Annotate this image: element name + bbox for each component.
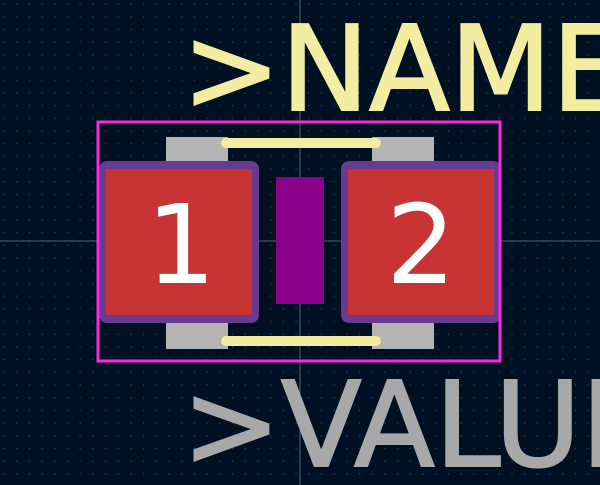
pad-number-2: 2 [386,181,456,309]
reference-designator-text[interactable]: >NAME [181,0,600,139]
center-body-marker [276,177,324,304]
pad-1[interactable]: 1 [106,169,252,315]
smd-pad-icon [106,169,252,315]
pad-number-1: 1 [146,181,216,309]
pad-2[interactable]: 2 [348,169,494,315]
smd-pad-icon [348,169,494,315]
courtyard-outline[interactable] [96,120,502,363]
value-text[interactable]: >VALUE [181,355,600,485]
